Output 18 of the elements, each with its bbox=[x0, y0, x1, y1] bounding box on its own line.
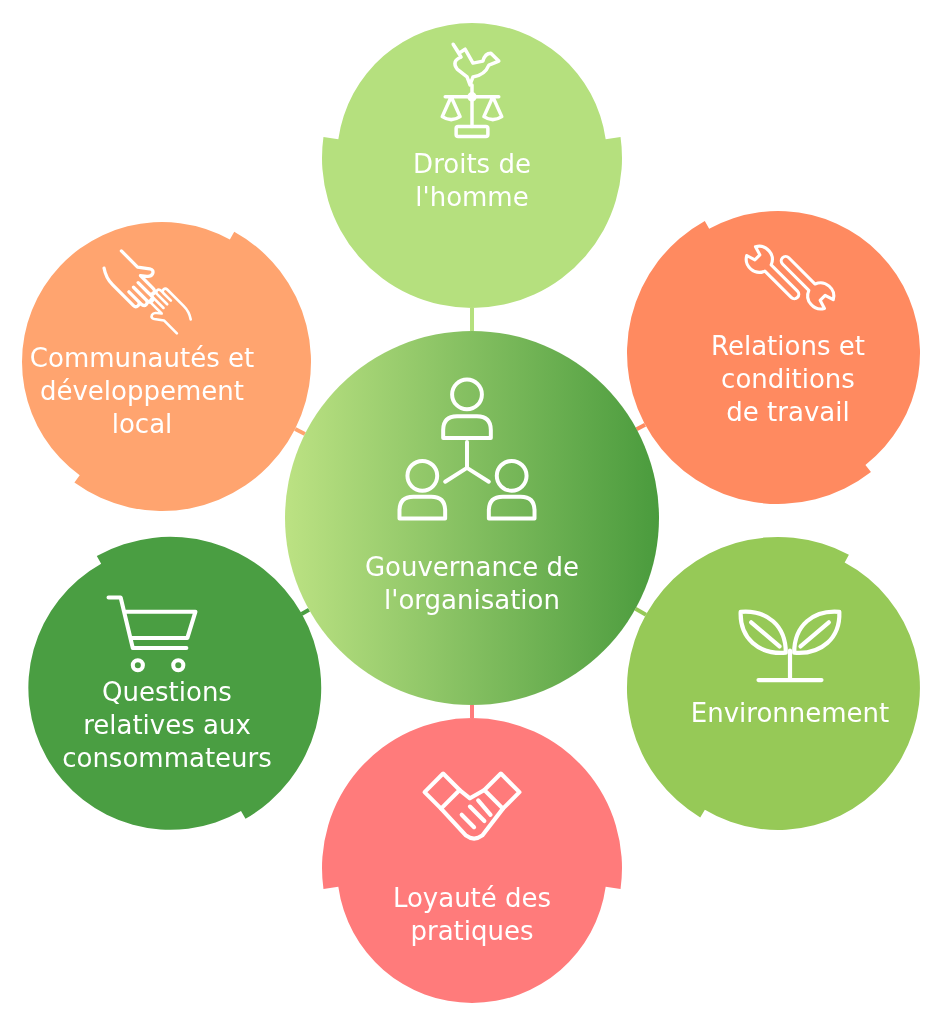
node-label: Relations et conditions de travail bbox=[711, 331, 865, 427]
connector-line bbox=[635, 422, 647, 431]
connector-line bbox=[470, 705, 474, 718]
node-label: Communautés et développement local bbox=[29, 343, 255, 439]
central-circle bbox=[285, 331, 659, 705]
topic-circle bbox=[627, 537, 920, 830]
connector-line bbox=[634, 607, 647, 617]
topic-circle bbox=[22, 222, 311, 511]
node-label: Environnement bbox=[690, 698, 890, 728]
node-label: Gouvernance de l'organisation bbox=[364, 552, 580, 615]
node-label: Droits de l'homme bbox=[413, 149, 531, 212]
connector-line bbox=[300, 608, 311, 616]
node-label: Questions relatives aux consommateurs bbox=[62, 677, 272, 773]
connector-line bbox=[470, 308, 474, 331]
connector-line bbox=[294, 427, 306, 436]
topic-circle bbox=[627, 211, 920, 504]
node-label: Loyauté des pratiques bbox=[392, 883, 552, 946]
topic-circle bbox=[28, 537, 321, 830]
